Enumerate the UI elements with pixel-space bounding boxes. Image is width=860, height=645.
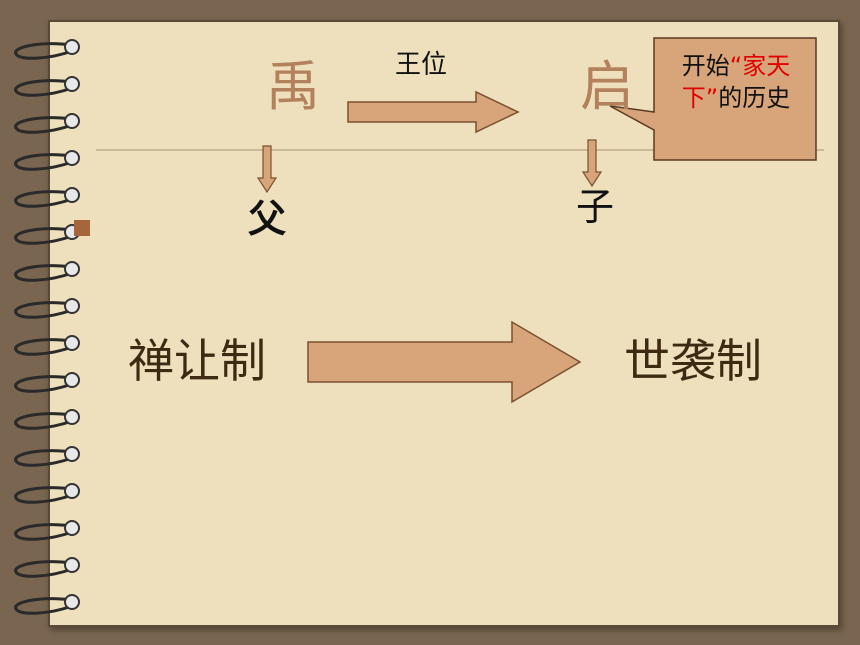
binding-hole [64, 409, 80, 425]
binding-ring [14, 412, 73, 430]
spiral-binding [14, 39, 80, 615]
binding-hole [64, 557, 80, 573]
binding-hole [64, 594, 80, 610]
binding-ring [14, 301, 73, 319]
system-abdication: 禅让制 [128, 334, 266, 388]
binding-hole [64, 39, 80, 55]
binding-hole [64, 483, 80, 499]
binding-hole [64, 298, 80, 314]
binding-ring [14, 597, 73, 615]
arrow-down-father [256, 145, 278, 194]
binding-ring [14, 338, 73, 356]
binding-ring [14, 190, 73, 208]
binding-ring [14, 79, 73, 97]
callout-box [609, 37, 817, 161]
binding-hole [64, 150, 80, 166]
callout-text: 开始“家天下”的历史 [656, 50, 816, 114]
binding-ring [14, 523, 73, 541]
binding-hole [64, 113, 80, 129]
label-son: 子 [576, 185, 615, 229]
binding-ring [14, 227, 73, 245]
arrow-label-throne: 王位 [395, 50, 448, 80]
binding-hole [64, 261, 80, 277]
arrow-system-change [307, 320, 582, 404]
binding-ring [14, 153, 73, 171]
callout-prefix: 开始 [681, 52, 730, 80]
callout-suffix: 的历史 [718, 84, 791, 112]
binding-ring [14, 264, 73, 282]
bullet-square [74, 220, 90, 236]
binding-hole [64, 372, 80, 388]
binding-hole [64, 187, 80, 203]
binding-hole [64, 446, 80, 462]
binding-ring [14, 116, 73, 134]
label-father: 父 [248, 197, 287, 241]
arrow-down-son [581, 139, 603, 188]
binding-ring [14, 449, 73, 467]
arrow-yu-to-qi [347, 90, 520, 134]
binding-ring [14, 486, 73, 504]
node-yu: 禹 [266, 55, 320, 118]
binding-ring [14, 42, 73, 60]
callout-highlight: “家天下” [681, 52, 791, 112]
system-hereditary: 世袭制 [624, 334, 762, 388]
binding-hole [64, 76, 80, 92]
binding-hole [64, 520, 80, 536]
binding-ring [14, 560, 73, 578]
binding-hole [64, 335, 80, 351]
binding-ring [14, 375, 73, 393]
node-qi: 启 [580, 55, 634, 118]
